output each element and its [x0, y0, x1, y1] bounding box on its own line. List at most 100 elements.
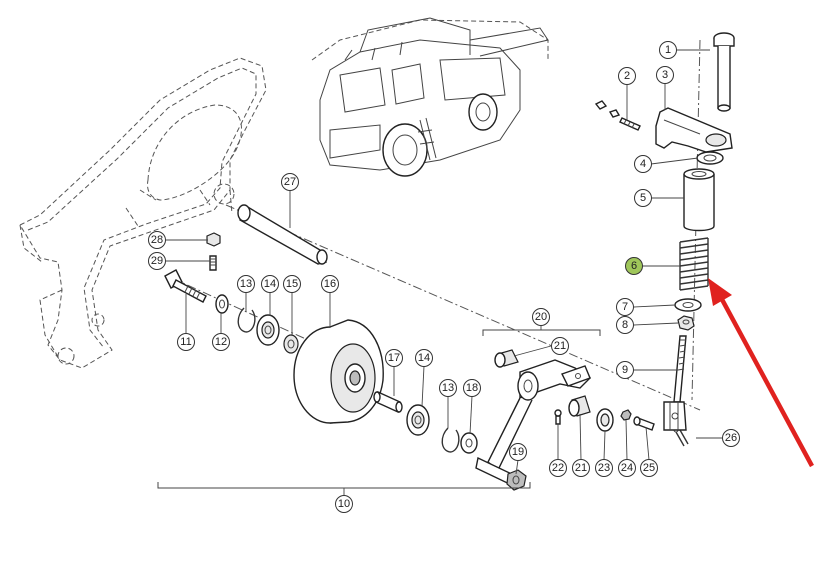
washer-4: [696, 151, 724, 165]
bolt-axis-line: [171, 277, 331, 351]
callout-label: 6: [631, 260, 637, 272]
bushing-second: [568, 395, 591, 417]
callout-3[interactable]: 3: [656, 66, 674, 84]
callout-27[interactable]: 27: [281, 173, 299, 191]
washer-7: [674, 298, 702, 312]
callout-label: 8: [622, 319, 628, 331]
callout-13-upper[interactable]: 13: [237, 275, 255, 293]
callout-11[interactable]: 11: [177, 333, 195, 351]
callout-8[interactable]: 8: [616, 316, 634, 334]
bolt-small: [209, 255, 217, 271]
bushing: [494, 349, 519, 368]
callout-1[interactable]: 1: [659, 41, 677, 59]
callout-5[interactable]: 5: [634, 189, 652, 207]
callout-7[interactable]: 7: [616, 298, 634, 316]
callout-22[interactable]: 22: [549, 459, 567, 477]
bearing: [256, 314, 280, 346]
washer-18: [460, 432, 478, 454]
callout-4[interactable]: 4: [634, 155, 652, 173]
tensioner-arm: [475, 359, 592, 490]
nut-8: [677, 315, 695, 331]
sleeve: [683, 168, 715, 232]
callout-14-lower[interactable]: 14: [415, 349, 433, 367]
callout-2[interactable]: 2: [618, 67, 636, 85]
callout-label: 12: [215, 336, 227, 348]
callout-label: 14: [264, 278, 276, 290]
bearing-pin: [373, 390, 403, 414]
callout-14-upper[interactable]: 14: [261, 275, 279, 293]
callout-label: 17: [388, 352, 400, 364]
callout-25[interactable]: 25: [640, 459, 658, 477]
callout-label: 18: [466, 382, 478, 394]
frame-bracket-outline: [19, 57, 267, 369]
tension-roller: [293, 319, 384, 424]
callout-23[interactable]: 23: [595, 459, 613, 477]
callout-label: 15: [286, 278, 298, 290]
callout-label: 22: [552, 462, 564, 474]
callout-6-highlighted[interactable]: 6: [625, 257, 643, 275]
shaft: [237, 204, 328, 265]
callout-9[interactable]: 9: [616, 361, 634, 379]
callout-21-lower[interactable]: 21: [572, 459, 590, 477]
callout-label: 20: [535, 311, 547, 323]
callout-12[interactable]: 12: [212, 333, 230, 351]
callout-17[interactable]: 17: [385, 349, 403, 367]
leader-lines: [166, 49, 722, 475]
compression-spring: [679, 237, 709, 291]
lock-nut: [506, 469, 527, 491]
callout-label: 13: [442, 382, 454, 394]
callout-20[interactable]: 20: [532, 308, 550, 326]
callout-label: 4: [640, 158, 646, 170]
circlip: [237, 307, 256, 333]
callout-29[interactable]: 29: [148, 252, 166, 270]
callout-label: 25: [643, 462, 655, 474]
callout-label: 7: [622, 301, 628, 313]
callout-16[interactable]: 16: [321, 275, 339, 293]
nut: [206, 232, 221, 247]
callout-label: 13: [240, 278, 252, 290]
callout-10[interactable]: 10: [335, 495, 353, 513]
callout-21-upper[interactable]: 21: [551, 337, 569, 355]
bearing-23: [596, 408, 614, 432]
callout-label: 3: [662, 69, 668, 81]
callout-24[interactable]: 24: [618, 459, 636, 477]
callout-label: 28: [151, 234, 163, 246]
callout-label: 9: [622, 364, 628, 376]
callout-label: 24: [621, 462, 633, 474]
callout-label: 21: [554, 340, 566, 352]
callout-26[interactable]: 26: [722, 429, 740, 447]
callout-label: 10: [338, 498, 350, 510]
tension-rod: [663, 335, 687, 431]
adjusting-screw: [594, 100, 641, 131]
washer: [215, 294, 229, 314]
callout-label: 23: [598, 462, 610, 474]
callout-label: 14: [418, 352, 430, 364]
clevis-pin: [633, 416, 655, 431]
callout-28[interactable]: 28: [148, 231, 166, 249]
bearing-second: [406, 404, 430, 436]
callout-label: 11: [180, 336, 191, 348]
highlight-arrow: [708, 278, 814, 468]
callout-label: 26: [725, 432, 737, 444]
callout-label: 19: [512, 446, 524, 458]
callout-13-lower[interactable]: 13: [439, 379, 457, 397]
callout-label: 1: [665, 44, 671, 56]
circlip-second: [441, 427, 460, 453]
callout-label: 2: [624, 70, 630, 82]
hex-bolt: [164, 269, 207, 303]
callout-15[interactable]: 15: [283, 275, 301, 293]
callout-label: 5: [640, 192, 646, 204]
grease-nipple: [554, 409, 562, 425]
nut-24: [620, 409, 632, 421]
group-bracket-20: [482, 329, 601, 336]
callout-label: 16: [324, 278, 336, 290]
callout-label: 27: [284, 176, 296, 188]
mounting-bracket: [655, 107, 733, 153]
callout-18[interactable]: 18: [463, 379, 481, 397]
combine-harvester-illustration: [311, 17, 549, 177]
callout-label: 21: [575, 462, 587, 474]
pivot-pin: [713, 32, 735, 112]
callout-19[interactable]: 19: [509, 443, 527, 461]
group-bracket-10: [157, 482, 531, 489]
